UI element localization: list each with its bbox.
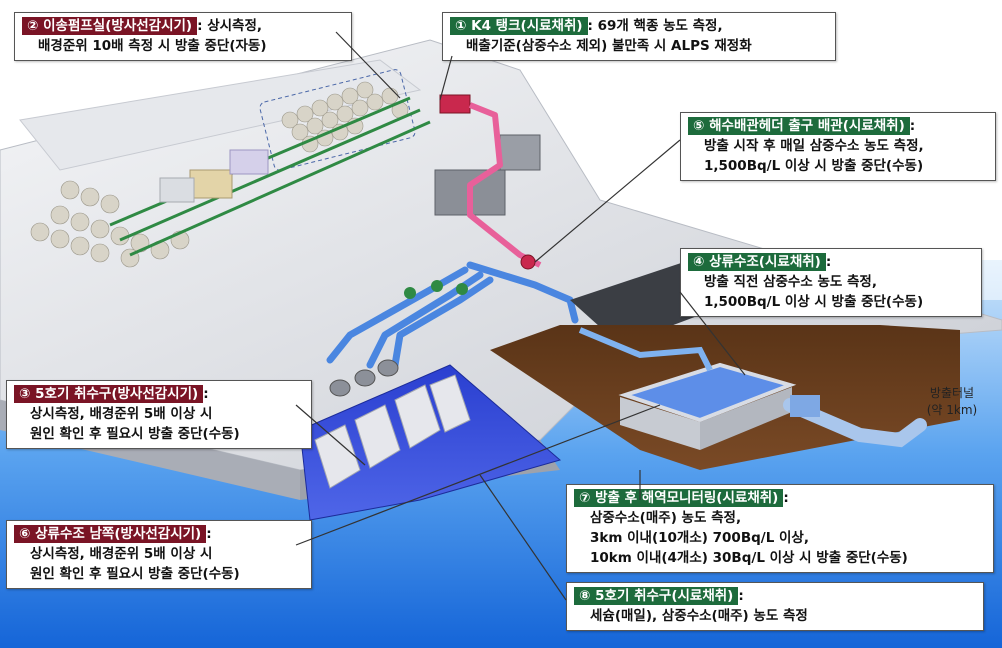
monitoring-tag: ② 이송펌프실(방사선감시기)	[22, 17, 198, 35]
callout-unit5-intake-monitor: ③ 5호기 취수구(방사선감시기): 상시측정, 배경준위 5배 이상 시 원인…	[6, 380, 312, 449]
callout-transfer-pump-room: ② 이송펌프실(방사선감시기): 상시측정, 배경준위 10배 측정 시 방출 …	[14, 12, 352, 61]
callout-line: 세슘(매일), 삼중수소(매주) 농도 측정	[590, 608, 808, 624]
callout-line: 상시측정, 배경준위 5배 이상 시	[30, 546, 213, 562]
callout-line: 배출기준(삼중수소 제외) 불만족 시 ALPS 재정화	[466, 38, 752, 54]
callout-upstream-tank-south: ⑥ 상류수조 남쪽(방사선감시기): 상시측정, 배경준위 5배 이상 시 원인…	[6, 520, 312, 589]
sampling-tag: ⑤ 해수배관헤더 출구 배관(시료채취)	[688, 117, 910, 135]
tank-yard	[19, 59, 422, 171]
callout-upstream-tank: ④ 상류수조(시료채취): 방출 직전 삼중수소 농도 측정, 1,500Bq/…	[680, 248, 982, 317]
monitoring-tag: ⑥ 상류수조 남쪽(방사선감시기)	[14, 525, 207, 543]
callout-line: 방출 시작 후 매일 삼중수소 농도 측정,	[704, 138, 924, 154]
callout-k4-tank: ① K4 탱크(시료채취): 69개 핵종 농도 측정, 배출기준(삼중수소 제…	[442, 12, 836, 61]
callout-line: 원인 확인 후 필요시 방출 중단(수동)	[30, 426, 240, 442]
callout-line: 상시측정, 배경준위 5배 이상 시	[30, 406, 213, 422]
sampling-tag: ④ 상류수조(시료채취)	[688, 253, 826, 271]
sampling-tag: ⑦ 방출 후 해역모니터링(시료채취)	[574, 489, 784, 507]
callout-line: 원인 확인 후 필요시 방출 중단(수동)	[30, 566, 240, 582]
callout-line: 삼중수소(매주) 농도 측정,	[590, 510, 742, 526]
callout-seawater-header-pipe: ⑤ 해수배관헤더 출구 배관(시료채취): 방출 시작 후 매일 삼중수소 농도…	[680, 112, 996, 181]
pink-pipe	[467, 102, 542, 268]
monitoring-tag: ③ 5호기 취수구(방사선감시기)	[14, 385, 204, 403]
callout-line: 1,500Bq/L 이상 시 방출 중단(수동)	[704, 294, 924, 310]
sampling-tag: ① K4 탱크(시료채취)	[450, 17, 588, 35]
discharge-tunnel	[783, 398, 927, 448]
k4-tank-building	[439, 94, 471, 114]
tunnel-label: 방출터널 (약 1km)	[926, 386, 978, 417]
sampling-tag: ⑧ 5호기 취수구(시료채취)	[574, 587, 739, 605]
callout-line: 1,500Bq/L 이상 시 방출 중단(수동)	[704, 158, 924, 174]
callout-line: 배경준위 10배 측정 시 방출 중단(자동)	[38, 38, 267, 54]
callout-line: 3km 이내(10개소) 700Bq/L 이상,	[590, 530, 809, 546]
callout-line: 방출 직전 삼중수소 농도 측정,	[704, 274, 877, 290]
callout-unit5-intake-sampling: ⑧ 5호기 취수구(시료채취): 세슘(매일), 삼중수소(매주) 농도 측정	[566, 582, 984, 631]
callout-sea-monitoring: ⑦ 방출 후 해역모니터링(시료채취): 삼중수소(매주) 농도 측정, 3km…	[566, 484, 994, 573]
callout-line: 10km 이내(4개소) 30Bq/L 이상 시 방출 중단(수동)	[590, 550, 908, 566]
